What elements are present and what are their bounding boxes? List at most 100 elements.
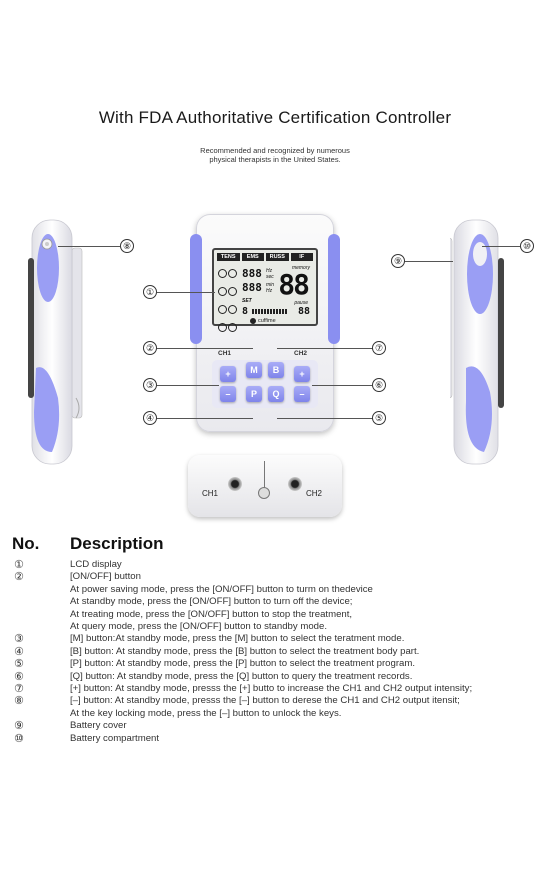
- row-number: ⑨: [14, 719, 24, 733]
- lcd-mode-russ: RUSS: [266, 253, 289, 261]
- lcd-digit-bottom-left: 8: [242, 306, 249, 317]
- lcd-digits-time: 888: [242, 281, 262, 294]
- callout-line-10: [482, 246, 520, 247]
- callout-1: ①: [143, 285, 157, 299]
- row-number: ②: [14, 570, 24, 584]
- callout-line-2: [157, 348, 253, 349]
- row-number: ⑩: [14, 731, 24, 745]
- lcd-label-pause: pause: [294, 300, 308, 306]
- front-left-accent: [190, 234, 202, 344]
- lcd-label-memory: memory: [291, 265, 310, 271]
- row-number: ⑤: [14, 657, 24, 671]
- body-part-icon: [228, 287, 237, 296]
- lcd-digits-frequency: 888: [242, 267, 262, 280]
- q-button[interactable]: Q: [268, 386, 284, 402]
- lcd-label-hz: Hz: [266, 268, 273, 274]
- lcd-display: TENS EMS RUSS IF 888 Hz sec 888 min Hz m…: [212, 248, 318, 332]
- ch2-plus-button[interactable]: +: [294, 366, 310, 382]
- callout-line-8: [58, 246, 120, 247]
- description-header: No. Description: [12, 530, 542, 554]
- p-button[interactable]: P: [246, 386, 262, 402]
- ch1-plus-button[interactable]: +: [220, 366, 236, 382]
- callout-8: ⑧: [120, 239, 134, 253]
- row-number: ④: [14, 644, 24, 658]
- lcd-mode-row: TENS EMS RUSS IF: [217, 253, 313, 261]
- callout-6: ⑥: [372, 378, 386, 392]
- lcd-digits-bottom-right: 88: [297, 306, 310, 317]
- device-side-view-left: [28, 218, 86, 466]
- table-row: ⑤ [P] button: At standby mode, press the …: [12, 657, 542, 671]
- body-part-icon: [218, 305, 227, 314]
- table-row: ⑦[+] button: At standby mode, presss the…: [12, 682, 542, 695]
- callout-5: ⑤: [372, 411, 386, 425]
- table-row: ① LCD display: [12, 558, 542, 571]
- lcd-label-min: min: [266, 282, 275, 288]
- subtitle-line-1: Recommended and recognized by numerous: [200, 146, 350, 155]
- body-part-icon: [218, 287, 227, 296]
- callout-10: ⑩: [520, 239, 534, 253]
- callout-9: ⑨: [391, 254, 405, 268]
- table-row: At power saving mode, press the [ON/OFF]…: [12, 584, 542, 596]
- row-description: At query mode, press the [ON/OFF] button…: [70, 621, 328, 633]
- lcd-brand: cuffime: [250, 318, 276, 324]
- front-ch2-label: CH2: [294, 350, 308, 357]
- lcd-brand-text: cuffime: [258, 318, 276, 324]
- callout-line-3: [157, 385, 219, 386]
- device-side-view-right: [436, 218, 508, 466]
- page-title: With FDA Authoritative Certification Con…: [98, 108, 452, 127]
- row-number: [12, 609, 70, 621]
- lcd-mode-if: IF: [290, 253, 313, 261]
- row-number: ①: [14, 558, 24, 571]
- row-number: ⑥: [14, 669, 24, 683]
- callout-line-4: [157, 418, 253, 419]
- row-number: [12, 584, 70, 596]
- table-row: ⑥[Q] button: At standby mode, press the …: [12, 669, 542, 683]
- ch2-minus-button[interactable]: –: [294, 386, 310, 402]
- callout-7: ⑦: [372, 341, 386, 355]
- row-description: [–] button: At standby mode, presss the …: [70, 695, 460, 707]
- callout-2: ②: [143, 341, 157, 355]
- body-part-icon: [218, 323, 227, 332]
- row-description: [M] button:At standby mode, press the [M…: [70, 633, 405, 645]
- lcd-mode-ems: EMS: [241, 253, 264, 261]
- lcd-big-digits: 88: [278, 268, 310, 301]
- description-table: No. Description ① LCD display ② [ON/OFF] bu…: [12, 530, 542, 745]
- subtitle-line-2: physical therapists in the United States…: [209, 155, 341, 164]
- row-description: [+] button: At standby mode, presss the …: [70, 683, 473, 695]
- callout-line-5: [277, 418, 373, 419]
- table-row: ④ [B] button: At standby mode, press the …: [12, 644, 542, 658]
- bottom-ch1-label: CH1: [202, 489, 219, 498]
- row-description: Battery compartment: [70, 732, 160, 744]
- column-no-header: No.: [12, 534, 40, 553]
- reset-screw-icon: [258, 487, 270, 499]
- callout-4: ④: [143, 411, 157, 425]
- body-part-icon: [218, 269, 227, 278]
- row-number: ③: [14, 632, 24, 646]
- bottom-divider: [264, 461, 265, 491]
- lcd-label-set: SET: [242, 298, 252, 304]
- lcd-intensity-bar: [252, 309, 288, 314]
- b-button[interactable]: B: [268, 362, 284, 378]
- row-description: LCD display: [70, 559, 122, 570]
- front-right-accent: [328, 234, 340, 344]
- row-description: [ON/OFF] button: [70, 571, 141, 583]
- row-description: [P] button: At standby mode, press the […: [70, 658, 416, 670]
- row-number: [12, 596, 70, 608]
- body-part-icon: [228, 269, 237, 278]
- m-button[interactable]: M: [246, 362, 262, 378]
- brand-logo-icon: [250, 318, 256, 324]
- callout-line-9: [405, 261, 453, 262]
- lcd-body-part-icons: [218, 266, 240, 338]
- body-part-icon: [228, 323, 237, 332]
- row-description: [B] button: At standby mode, press the […: [70, 645, 420, 657]
- ch2-output-jack: [288, 477, 302, 491]
- column-description-header: Description: [70, 534, 164, 553]
- device-side-left-illustration: [28, 219, 83, 465]
- bottom-ch2-label: CH2: [306, 489, 323, 498]
- lcd-label-sec: sec: [266, 274, 274, 280]
- table-row: At treating mode, press the [ON/OFF] but…: [12, 609, 542, 621]
- device-bottom-view: CH1 CH2: [188, 455, 342, 517]
- table-row: ⑧[–] button: At standby mode, presss the…: [12, 695, 542, 708]
- ch1-minus-button[interactable]: –: [220, 386, 236, 402]
